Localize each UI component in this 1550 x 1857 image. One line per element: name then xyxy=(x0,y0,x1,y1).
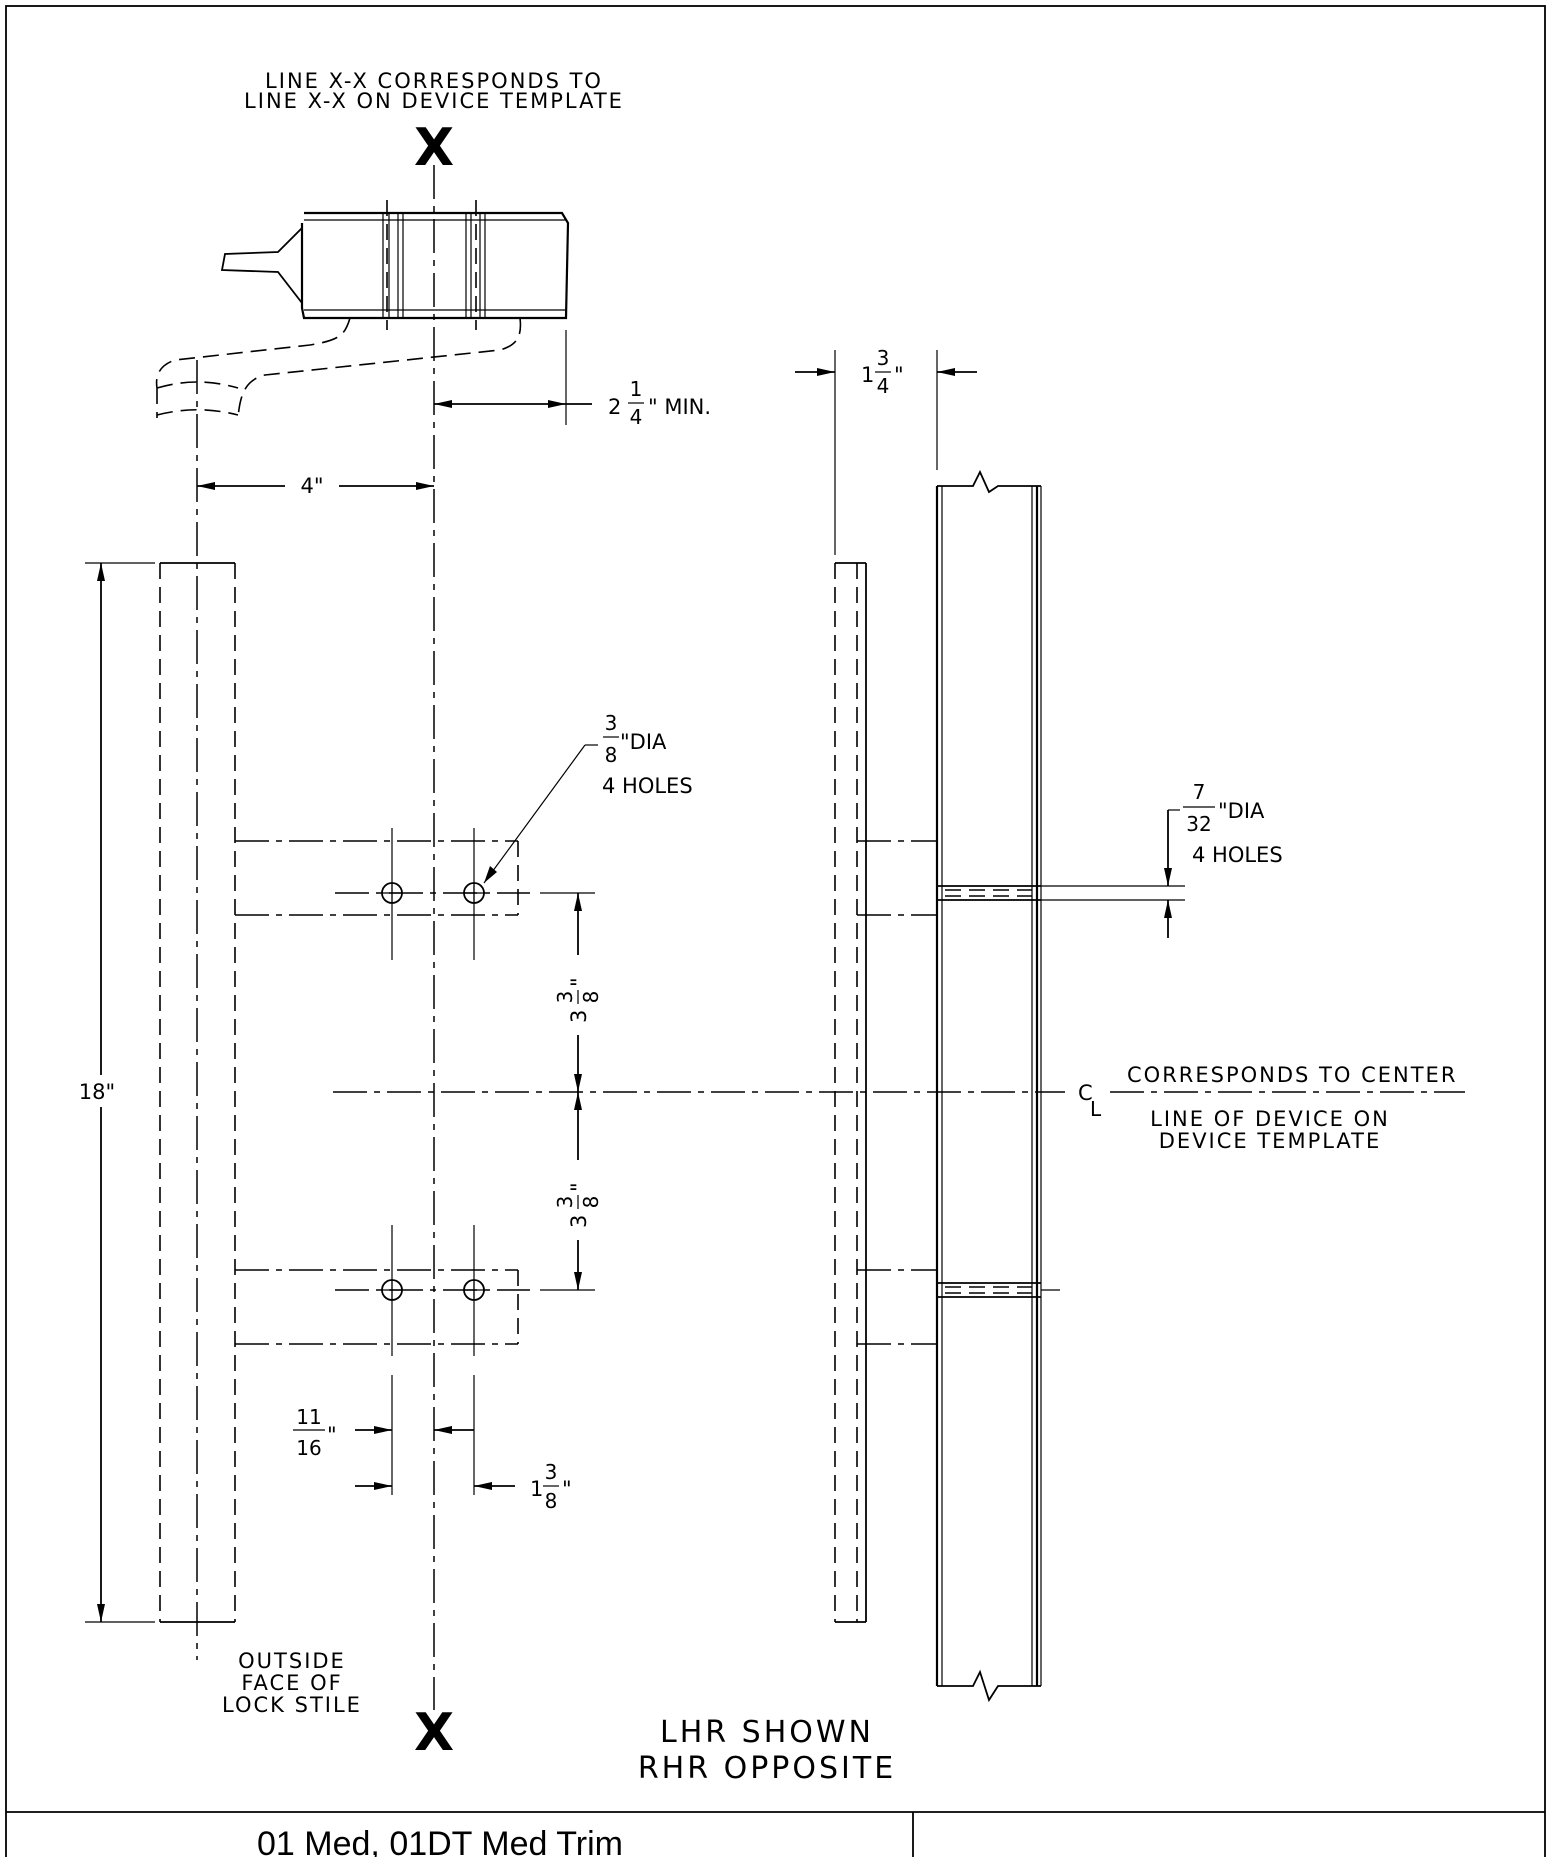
handing-note-1: LHR SHOWN xyxy=(660,1715,874,1750)
svg-text:": " xyxy=(567,1182,591,1192)
pull-length-label: 18" xyxy=(79,1080,115,1104)
svg-text:4: 4 xyxy=(877,374,890,398)
stile-offset-label: 4" xyxy=(300,474,323,498)
svg-text:1: 1 xyxy=(530,1477,543,1501)
svg-text:C: C xyxy=(1078,1081,1093,1105)
svg-text:1: 1 xyxy=(630,377,643,401)
min-offset-label: 2 1 4 " MIN. xyxy=(608,377,711,429)
outside-note-3: LOCK STILE xyxy=(222,1693,362,1717)
door-section xyxy=(935,469,1060,1703)
x-marker-bottom: X xyxy=(414,1703,454,1763)
large-hole-label: 3 8 "DIA 4 HOLES xyxy=(602,711,693,798)
svg-text:": " xyxy=(567,977,591,987)
large-offset-label: 1 3 8 " xyxy=(530,1460,572,1513)
min-arrow-right xyxy=(548,400,566,408)
svg-text:8: 8 xyxy=(579,991,603,1004)
svg-text:3: 3 xyxy=(877,346,890,370)
svg-text:L: L xyxy=(1090,1097,1102,1121)
svg-text:8: 8 xyxy=(579,1196,603,1209)
upper-mount-post xyxy=(235,840,519,916)
sheet-border xyxy=(5,5,1546,1857)
svg-text:": " xyxy=(894,363,904,387)
svg-text:3: 3 xyxy=(567,1215,591,1228)
svg-text:1: 1 xyxy=(861,363,874,387)
trim-top-view xyxy=(155,200,570,419)
svg-text:8: 8 xyxy=(545,1489,558,1513)
svg-text:3: 3 xyxy=(553,991,577,1004)
lower-spacing-label: 3 3 8 " xyxy=(553,1182,603,1228)
svg-text:4 HOLES: 4 HOLES xyxy=(602,774,693,798)
svg-text:11: 11 xyxy=(296,1405,321,1429)
outside-note-1: OUTSIDE xyxy=(238,1649,346,1673)
svg-text:"DIA: "DIA xyxy=(620,730,667,754)
centerline-note-2: LINE OF DEVICE ON xyxy=(1150,1107,1390,1131)
small-offset-label: 11 16 " xyxy=(293,1405,337,1460)
svg-text:3: 3 xyxy=(567,1010,591,1023)
outside-note-2: FACE OF xyxy=(241,1671,342,1695)
line-xx-note-2: LINE X-X ON DEVICE TEMPLATE xyxy=(244,89,624,113)
door-thickness-label: 1 3 4 " xyxy=(861,346,904,398)
svg-text:": " xyxy=(327,1423,337,1447)
centerline-symbol: C L xyxy=(1078,1081,1102,1121)
min-arrow-left xyxy=(434,400,452,408)
svg-text:2: 2 xyxy=(608,395,621,419)
svg-text:3: 3 xyxy=(605,711,618,735)
line-xx-note-1: LINE X-X CORRESPONDS TO xyxy=(265,69,603,93)
centerline-note-3: DEVICE TEMPLATE xyxy=(1159,1129,1382,1153)
svg-text:8: 8 xyxy=(605,743,618,767)
pull-handle xyxy=(159,562,236,1623)
svg-text:16: 16 xyxy=(296,1436,321,1460)
svg-text:3: 3 xyxy=(553,1196,577,1209)
svg-text:"DIA: "DIA xyxy=(1218,799,1265,823)
svg-text:3: 3 xyxy=(545,1460,558,1484)
svg-text:32: 32 xyxy=(1186,812,1211,836)
svg-text:" MIN.: " MIN. xyxy=(648,395,711,419)
pull-side-view xyxy=(834,562,937,1623)
svg-text:4 HOLES: 4 HOLES xyxy=(1192,843,1283,867)
drawing-title: 01 Med, 01DT Med Trim xyxy=(257,1825,623,1857)
svg-text:7: 7 xyxy=(1193,780,1206,804)
svg-text:": " xyxy=(562,1477,572,1501)
upper-spacing-label: 3 3 8 " xyxy=(553,977,603,1023)
centerline-note-1: CORRESPONDS TO CENTER xyxy=(1127,1063,1457,1087)
svg-text:4: 4 xyxy=(630,405,643,429)
handing-note-2: RHR OPPOSITE xyxy=(638,1751,896,1786)
lower-mount-post xyxy=(235,1269,519,1345)
small-hole-label: 7 32 "DIA 4 HOLES xyxy=(1183,780,1283,867)
